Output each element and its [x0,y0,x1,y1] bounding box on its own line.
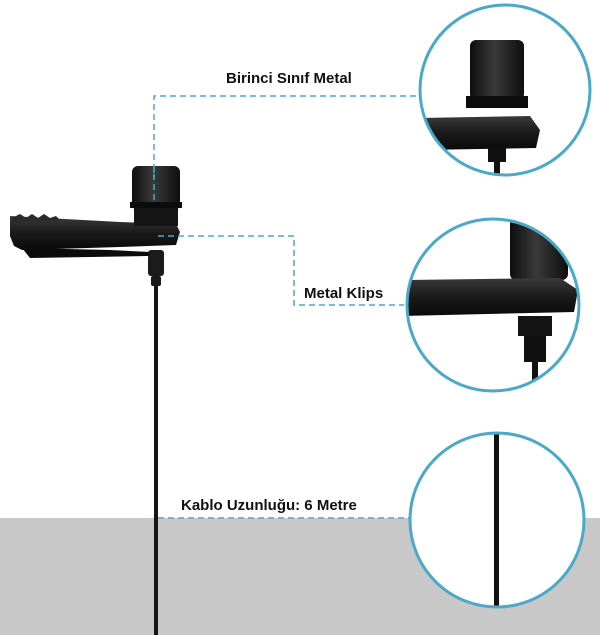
cable [154,272,158,635]
leader-lines [153,95,418,519]
zoom-circle-metal [418,3,592,177]
zoom-circle-clip [405,217,581,393]
zoom-circle-cable [408,431,586,609]
callout-metal-clip: Metal Klips [304,285,384,302]
leader-clip [158,235,404,306]
strain-relief [148,250,164,276]
mic-capsule [132,166,180,210]
leader-metal [153,95,418,200]
lavalier-microphone [10,166,182,635]
callout-metal-body: Birinci Sınıf Metal [226,70,352,87]
callout-cable-length: Kablo Uzunluğu: 6 Metre [181,497,357,514]
